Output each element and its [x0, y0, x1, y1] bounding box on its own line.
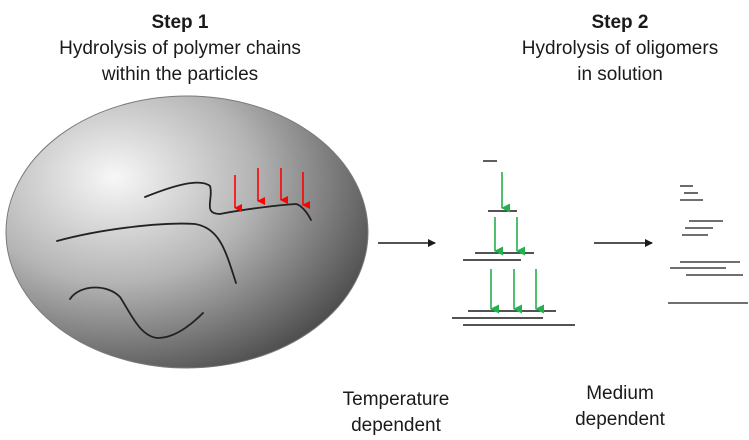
temperature-dependent-label-line1: Temperature [342, 389, 450, 410]
medium-dependent-label-line2: dependent [575, 409, 665, 430]
polymer-particle [5, 95, 369, 369]
temperature-dependent-label-line2: dependent [351, 415, 441, 436]
solution-fragments [668, 185, 748, 304]
step2-description-line1: Hydrolysis of oligomers [521, 38, 719, 59]
step2-description-line2: in solution [577, 64, 663, 85]
polymer-chain-top [144, 181, 312, 221]
step1-description-line2: within the particles [101, 64, 259, 85]
oligomer-hydrolysis-arrows [490, 172, 544, 314]
hydrolysis-arrows [234, 168, 310, 212]
step1-description-line1: Hydrolysis of polymer chains [59, 38, 301, 59]
step1-title: Step 1 [151, 12, 209, 33]
polymer-chain-middle [56, 222, 237, 284]
step2-title: Step 2 [591, 12, 649, 33]
medium-dependent-label-line1: Medium [586, 383, 654, 404]
polymer-chain-bottom [69, 286, 204, 339]
polymer-chains [56, 181, 312, 339]
